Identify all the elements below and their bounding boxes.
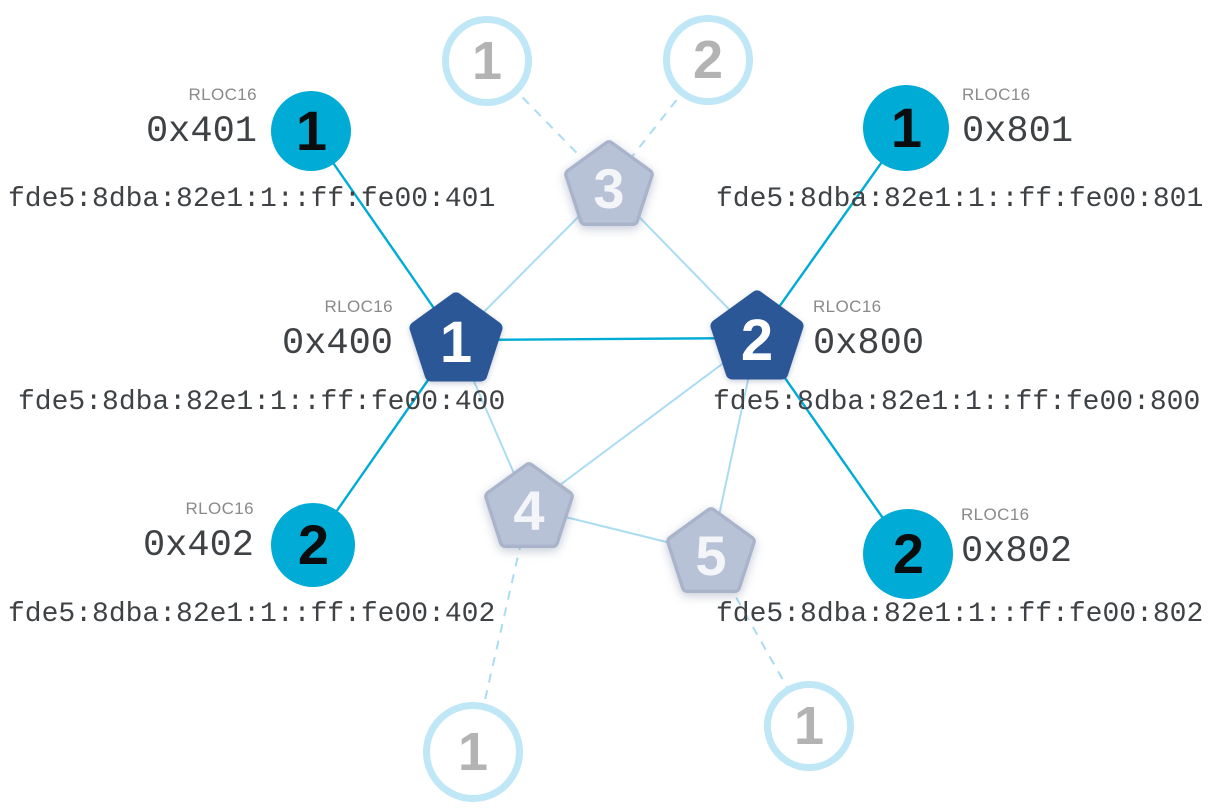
node-child-0x801[interactable]: 1 (863, 85, 949, 171)
rloc16-label-0x400: RLOC16 (324, 297, 393, 316)
node-child-0x402[interactable]: 2 (271, 503, 355, 587)
node-number-faded-child-top-2: 2 (692, 30, 724, 90)
node-child-0x401[interactable]: 1 (271, 91, 351, 171)
faded-router-pentagon-icon (666, 507, 756, 593)
rloc16-value-0x802: 0x802 (961, 531, 1073, 573)
pentagon-shape (710, 290, 804, 380)
node-number-child-0x802: 2 (892, 522, 924, 585)
ipv6-address-0x801: fde5:8dba:82e1:1::ff:fe00:801 (716, 184, 1204, 215)
node-router-1[interactable]: 1 (402, 286, 510, 394)
rloc16-block-0x801: RLOC16 0x801 (962, 85, 1074, 153)
node-router-2[interactable]: 2 (703, 284, 811, 392)
node-number-faded-child-bottom-1: 1 (457, 722, 489, 782)
rloc16-block-0x800: RLOC16 0x800 (813, 297, 925, 365)
rloc16-label-0x402: RLOC16 (185, 499, 254, 518)
rloc16-label-0x801: RLOC16 (962, 85, 1031, 104)
faded-router-pentagon-icon (484, 462, 574, 548)
ipv6-address-0x400: fde5:8dba:82e1:1::ff:fe00:400 (18, 387, 506, 418)
pentagon-shape (487, 465, 571, 545)
ipv6-address-0x402: fde5:8dba:82e1:1::ff:fe00:402 (8, 599, 496, 630)
rloc16-block-0x401: RLOC16 0x401 (145, 85, 257, 153)
node-number-child-0x801: 1 (890, 96, 922, 159)
node-number-faded-child-top-1: 1 (471, 31, 503, 91)
pentagon-shape (409, 292, 503, 382)
node-child-0x802[interactable]: 2 (863, 509, 953, 599)
rloc16-block-0x402: RLOC16 0x402 (142, 499, 254, 567)
pentagon-shape (567, 143, 651, 223)
node-faded-child-bottom-1[interactable]: 1 (423, 702, 523, 802)
pentagon-shape (669, 510, 753, 590)
node-number-faded-router-3: 3 (593, 157, 625, 220)
node-number-child-0x402: 2 (297, 513, 329, 576)
rloc16-value-0x400: 0x400 (281, 323, 393, 365)
link-faded-child-top-1--faded-router-3 (486, 60, 610, 187)
rloc16-value-0x401: 0x401 (145, 111, 257, 153)
node-faded-child-bottom-2[interactable]: 1 (764, 681, 854, 771)
node-faded-router-5[interactable]: 5 (659, 501, 763, 605)
rloc16-label-0x802: RLOC16 (961, 505, 1030, 524)
rloc16-block-0x802: RLOC16 0x802 (961, 505, 1073, 573)
node-number-child-0x401: 1 (295, 99, 327, 162)
link-child-0x401--router-1 (310, 130, 457, 341)
rloc16-label-0x800: RLOC16 (813, 297, 882, 316)
link-router-1--router-2 (455, 336, 758, 342)
ipv6-address-0x800: fde5:8dba:82e1:1::ff:fe00:800 (713, 387, 1201, 418)
ipv6-address-0x802: fde5:8dba:82e1:1::ff:fe00:802 (716, 599, 1204, 630)
rloc16-block-0x400: RLOC16 0x400 (281, 297, 393, 365)
node-number-faded-router-5: 5 (695, 524, 727, 587)
node-number-faded-router-4: 4 (513, 479, 545, 542)
router-pentagon-icon (710, 290, 804, 380)
node-number-router-1: 1 (439, 310, 473, 375)
faded-router-pentagon-icon (564, 140, 654, 226)
ipv6-address-0x401: fde5:8dba:82e1:1::ff:fe00:401 (8, 184, 496, 215)
node-number-faded-child-bottom-2: 1 (793, 696, 825, 756)
rloc16-label-0x401: RLOC16 (188, 85, 257, 104)
node-faded-child-top-2[interactable]: 2 (663, 15, 753, 105)
link-faded-router-4--router-2 (528, 337, 758, 509)
node-faded-child-top-1[interactable]: 1 (442, 16, 532, 106)
node-faded-router-3[interactable]: 3 (557, 134, 661, 238)
rloc16-value-0x800: 0x800 (813, 323, 925, 365)
rloc16-value-0x801: 0x801 (962, 111, 1074, 153)
router-pentagon-icon (409, 292, 503, 382)
node-faded-router-4[interactable]: 4 (477, 456, 581, 560)
rloc16-value-0x402: 0x402 (142, 525, 254, 567)
node-number-router-2: 2 (740, 308, 774, 373)
